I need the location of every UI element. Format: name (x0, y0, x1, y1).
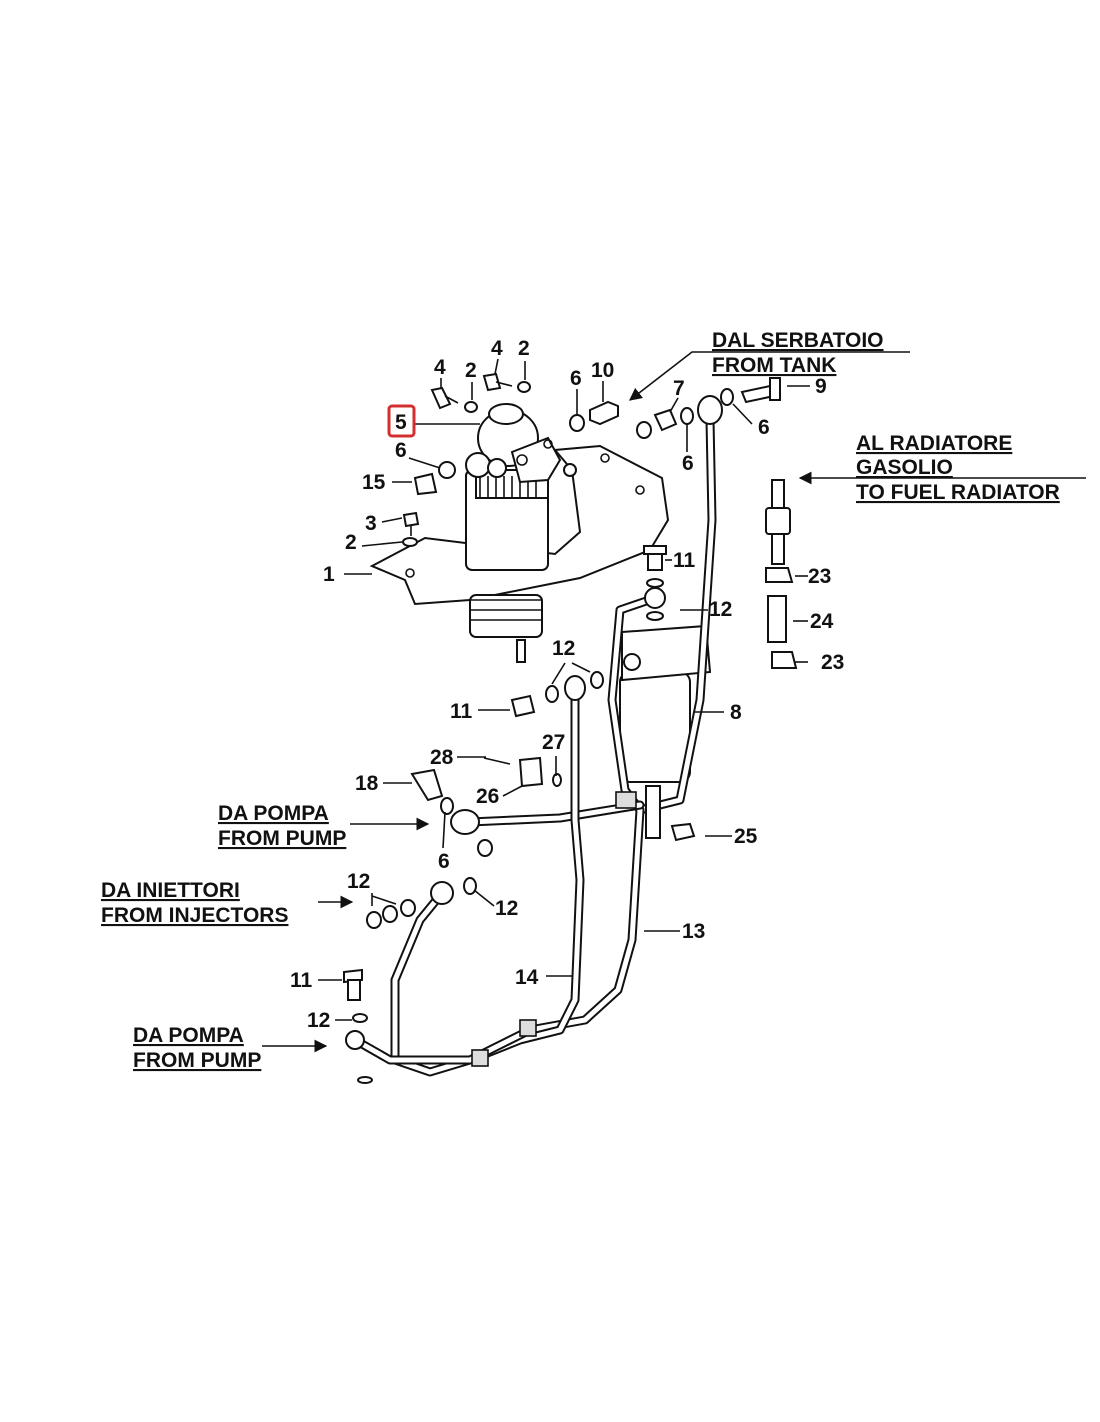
mounting-bracket (369, 444, 670, 606)
part-label-18[interactable]: 18 (355, 772, 379, 795)
part-label-2[interactable]: 2 (465, 359, 477, 382)
part-label-28[interactable]: 28 (430, 746, 454, 769)
fuel-pipes (345, 395, 723, 1077)
part-label-9[interactable]: 9 (815, 375, 827, 398)
top-fasteners (402, 372, 781, 621)
part-label-4[interactable]: 4 (434, 356, 446, 379)
misc-fasteners (343, 479, 798, 1084)
part-label-2[interactable]: 2 (345, 531, 357, 554)
fuel-filter-assembly (465, 403, 577, 663)
part-label-8[interactable]: 8 (730, 701, 742, 724)
part-label-1[interactable]: 1 (323, 563, 335, 586)
part-label-12[interactable]: 12 (495, 897, 518, 920)
part-label-12[interactable]: 12 (552, 637, 575, 660)
part-label-27[interactable]: 27 (542, 731, 565, 754)
part-label-24[interactable]: 24 (810, 610, 834, 633)
annotation-from-pump-2-it: DA POMPA (133, 1024, 244, 1047)
part-label-10[interactable]: 10 (591, 359, 614, 382)
annotation-to-radiator-it2: GASOLIO (856, 456, 953, 479)
annotation-from-tank-en: FROM TANK (712, 354, 836, 377)
part-label-25[interactable]: 25 (734, 825, 758, 848)
part-label-6[interactable]: 6 (395, 439, 407, 462)
annotation-from-pump-2-en: FROM PUMP (133, 1049, 261, 1072)
leader-lines (318, 358, 810, 1021)
part-label-14[interactable]: 14 (515, 966, 539, 989)
part-label-12[interactable]: 12 (709, 598, 732, 621)
part-label-11[interactable]: 11 (290, 969, 313, 992)
secondary-fuel-filter (619, 624, 712, 783)
part-label-12[interactable]: 12 (347, 870, 370, 893)
part-label-6[interactable]: 6 (438, 850, 450, 873)
part-5-highlight-box (387, 404, 416, 438)
part-label-26[interactable]: 26 (476, 785, 499, 808)
part-label-23[interactable]: 23 (808, 565, 831, 588)
part-label-15[interactable]: 15 (362, 471, 386, 494)
part-label-6[interactable]: 6 (570, 367, 582, 390)
part-label-12[interactable]: 12 (307, 1009, 330, 1032)
part-label-11[interactable]: 11 (450, 700, 473, 723)
annotation-from-injectors-it: DA INIETTORI (101, 879, 240, 902)
part-label-3[interactable]: 3 (365, 512, 377, 535)
annotation-from-injectors-en: FROM INJECTORS (101, 904, 288, 927)
part-label-5[interactable]: 5 (395, 411, 407, 434)
part-label-11[interactable]: 11 (673, 549, 696, 572)
flow-annotations: DAL SERBATOIO FROM TANK AL RADIATORE GAS… (101, 329, 1060, 1072)
annotation-arrows (262, 351, 1086, 1053)
annotation-to-radiator-en: TO FUEL RADIATOR (856, 481, 1060, 504)
part-label-23[interactable]: 23 (821, 651, 844, 674)
part-label-2[interactable]: 2 (518, 337, 530, 360)
annotation-from-pump-it: DA POMPA (218, 802, 329, 825)
annotation-from-pump-en: FROM PUMP (218, 827, 346, 850)
part-numbers: 1 2 3 15 6 5 4 2 4 2 6 10 7 9 6 6 11 12 … (290, 337, 844, 1032)
part-label-13[interactable]: 13 (682, 920, 705, 943)
part-label-4[interactable]: 4 (491, 337, 503, 360)
part-label-7[interactable]: 7 (673, 377, 685, 400)
annotation-from-tank-it: DAL SERBATOIO (712, 329, 884, 352)
part-label-6[interactable]: 6 (758, 416, 770, 439)
part-label-6[interactable]: 6 (682, 452, 694, 475)
annotation-to-radiator-it1: AL RADIATORE (856, 432, 1012, 455)
